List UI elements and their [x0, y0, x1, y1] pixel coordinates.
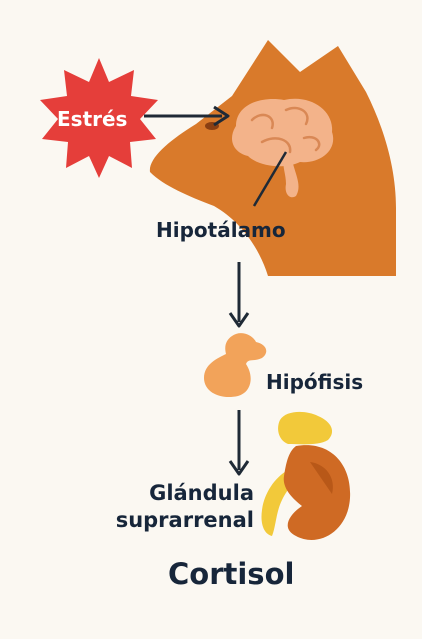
adrenal-kidney-icon: [261, 412, 350, 540]
cortisol-label: Cortisol: [168, 557, 294, 591]
adrenal-label-line2: suprarrenal: [104, 507, 254, 534]
adrenal-gland-label: Glándula suprarrenal: [104, 480, 254, 534]
arrow-hypothalamus-to-pituitary: [230, 262, 248, 326]
arrow-pituitary-to-adrenal: [230, 410, 248, 474]
pituitary-gland-icon: [204, 333, 266, 397]
hypothalamus-label: Hipotálamo: [156, 218, 286, 242]
pituitary-label: Hipófisis: [266, 370, 363, 394]
stress-label: Estrés: [57, 107, 127, 131]
adrenal-label-line1: Glándula: [104, 480, 254, 507]
